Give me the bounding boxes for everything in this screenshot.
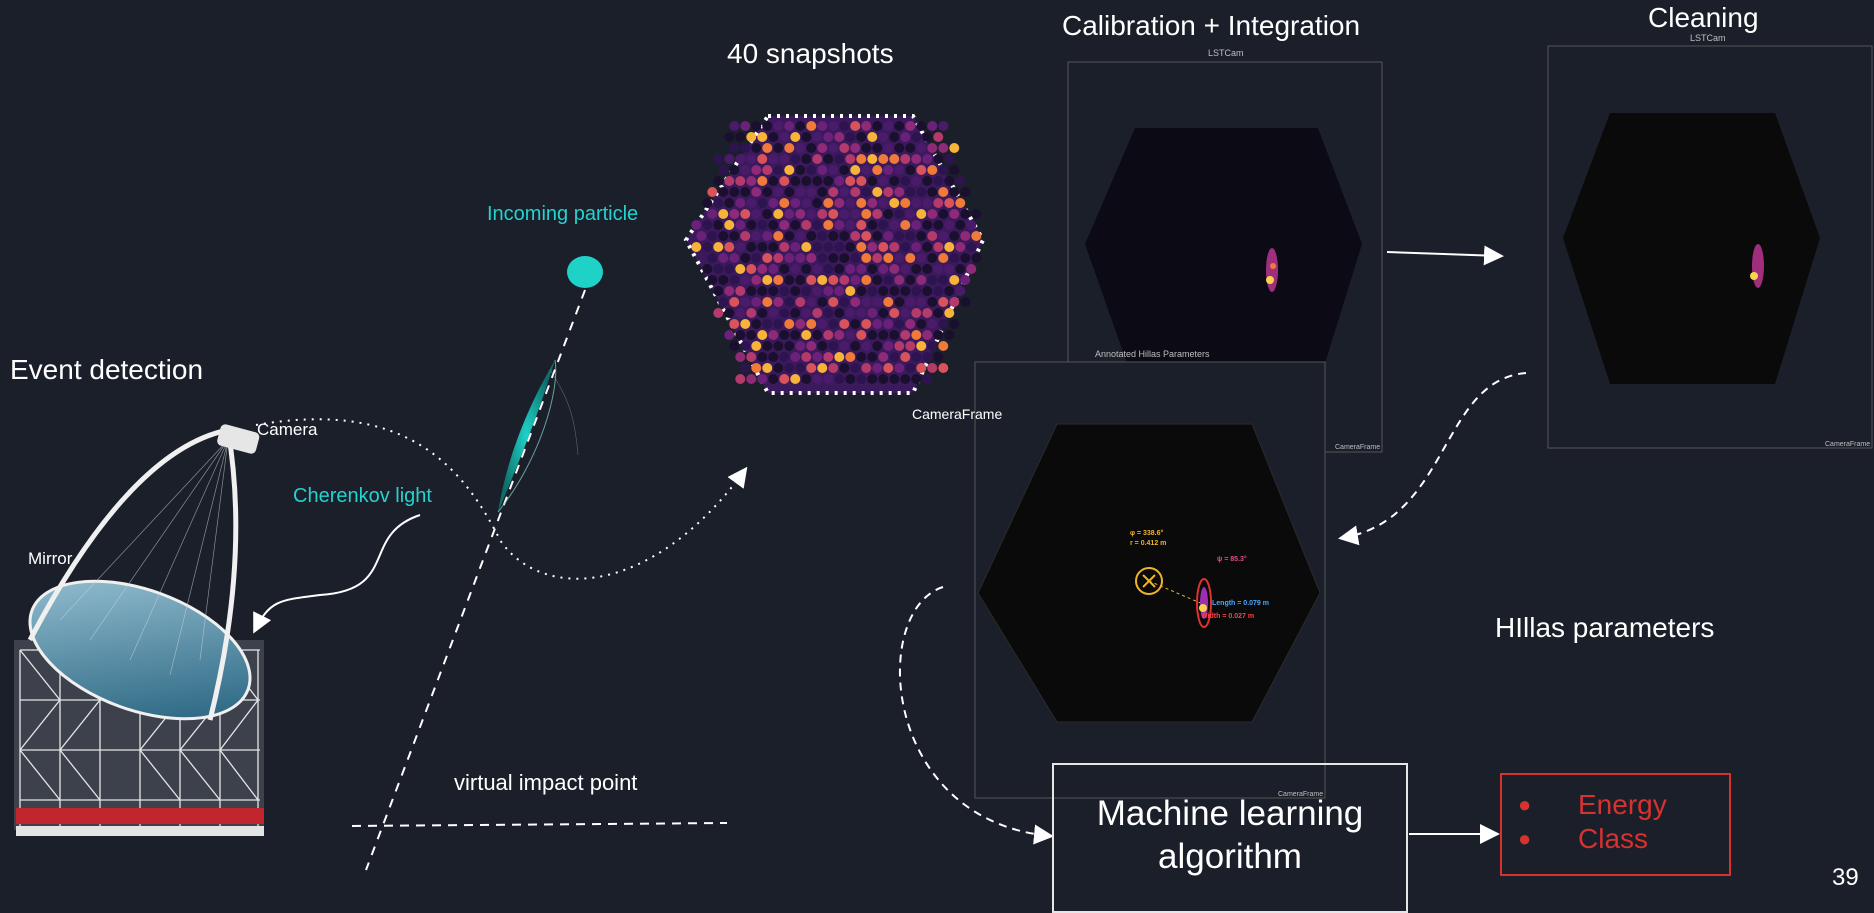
arrow-calibration-to-cleaning xyxy=(1386,245,1504,266)
incoming-particle-dot xyxy=(567,256,603,288)
output-item-energy: ● Energy xyxy=(1518,789,1667,821)
impact-line xyxy=(351,822,728,827)
cleaning-plot-title: LSTCam xyxy=(1690,33,1726,43)
hillas-r-annotation: r = 0.412 m xyxy=(1130,540,1167,547)
telescope-illustration xyxy=(14,424,264,836)
hillas-plot-footer: CameraFrame xyxy=(1278,791,1324,798)
snapshot-camera-image xyxy=(683,114,986,395)
label-camera: Camera xyxy=(257,420,318,439)
label-incoming-particle: Incoming particle xyxy=(487,203,639,225)
label-camera-frame: CameraFrame xyxy=(912,406,1003,422)
bullet-icon: ● xyxy=(1518,826,1532,851)
ml-algorithm-box: Machine learning algorithm xyxy=(1052,763,1408,913)
hillas-psi-annotation: φ = 338.6° xyxy=(1130,530,1164,537)
arrow-hillas-to-ml xyxy=(898,586,1054,845)
title-snapshots: 40 snapshots xyxy=(727,38,894,69)
page-number: 39 xyxy=(1832,864,1859,891)
output-label-energy: Energy xyxy=(1578,789,1667,820)
label-mirror: Mirror xyxy=(28,549,73,568)
particle-trajectory xyxy=(365,289,586,871)
hillas-width-annotation: Width = 0.027 m xyxy=(1201,613,1255,620)
ml-label-line2: algorithm xyxy=(1158,837,1302,876)
air-shower xyxy=(497,359,579,513)
output-label-class: Class xyxy=(1578,823,1649,854)
title-calibration: Calibration + Integration xyxy=(1062,10,1361,41)
calibration-plot-footer: CameraFrame xyxy=(1335,444,1381,451)
output-box: ● Energy ● Class xyxy=(1500,773,1731,876)
ml-label-line1: Machine learning xyxy=(1096,794,1364,833)
title-event-detection: Event detection xyxy=(10,354,204,385)
cleaning-plot-footer: CameraFrame xyxy=(1825,441,1871,448)
label-cherenkov-light: Cherenkov light xyxy=(293,485,432,507)
calibration-plot-title: LSTCam xyxy=(1208,48,1244,58)
output-item-class: ● Class xyxy=(1518,823,1648,855)
cherenkov-arrow xyxy=(253,514,421,634)
title-cleaning: Cleaning xyxy=(1648,2,1759,33)
hillas-plot xyxy=(974,361,1326,799)
hillas-length-annotation: Length = 0.079 m xyxy=(1212,600,1269,607)
label-virtual-impact-point: virtual impact point xyxy=(454,770,638,795)
hillas-phi-annotation: ψ = 85.3° xyxy=(1217,556,1247,563)
bullet-icon: ● xyxy=(1518,792,1532,817)
title-hillas-parameters: HIllas parameters xyxy=(1495,612,1715,643)
hillas-plot-title: Annotated Hillas Parameters xyxy=(1095,349,1210,359)
cleaning-plot xyxy=(1547,45,1873,449)
arrow-cleaning-to-hillas xyxy=(1338,372,1527,546)
